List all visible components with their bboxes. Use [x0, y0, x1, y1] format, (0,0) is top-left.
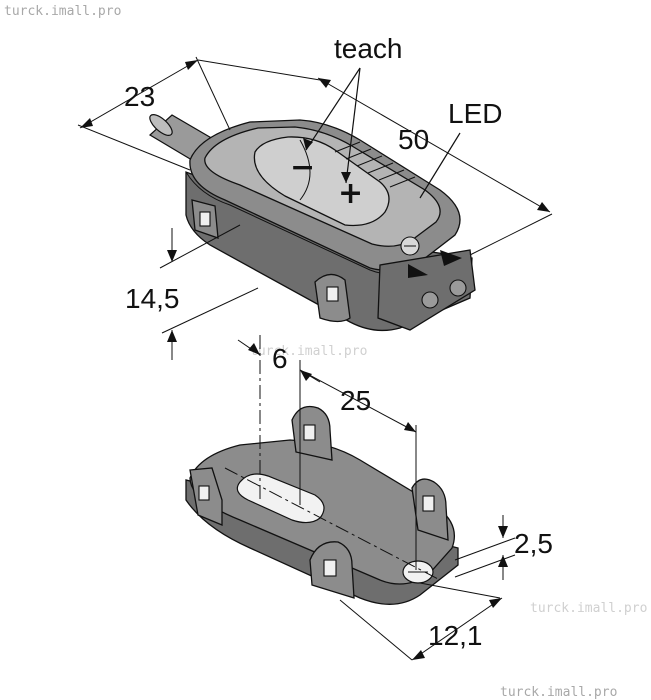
teach-label: teach [334, 33, 403, 64]
led-leader-line [419, 132, 461, 199]
teach-pointer-arrows [303, 67, 361, 184]
dimension-23: 23 [124, 81, 155, 112]
dimension-25-line [299, 369, 417, 570]
dimension-12-1: 12,1 [428, 620, 483, 651]
dimension-2-5: 2,5 [514, 528, 553, 559]
dimension-50-line [197, 59, 553, 256]
sensor-housing [148, 114, 476, 332]
bracket-centerline [224, 467, 441, 581]
watermark-bottom-right: turck.imall.pro [500, 685, 617, 700]
minus-symbol: − [290, 150, 315, 185]
mounting-bracket [185, 405, 459, 605]
dimension-14-5: 14,5 [125, 283, 180, 314]
watermark-right-mid: turck.imall.pro [530, 601, 647, 616]
dimension-2-5-line [454, 515, 516, 580]
watermark-top-left: turck.imall.pro [4, 4, 121, 19]
plus-symbol: + [338, 176, 363, 211]
watermark-center: turck.imall.pro [250, 344, 367, 359]
dimension-25: 25 [340, 385, 371, 416]
dimension-23-line [77, 56, 231, 171]
led-label: LED [448, 98, 502, 129]
dimension-12-1-line [339, 582, 503, 661]
dimension-50: 50 [398, 124, 429, 155]
dimension-6: 6 [272, 343, 288, 374]
dimension-14-5-line [159, 224, 259, 360]
